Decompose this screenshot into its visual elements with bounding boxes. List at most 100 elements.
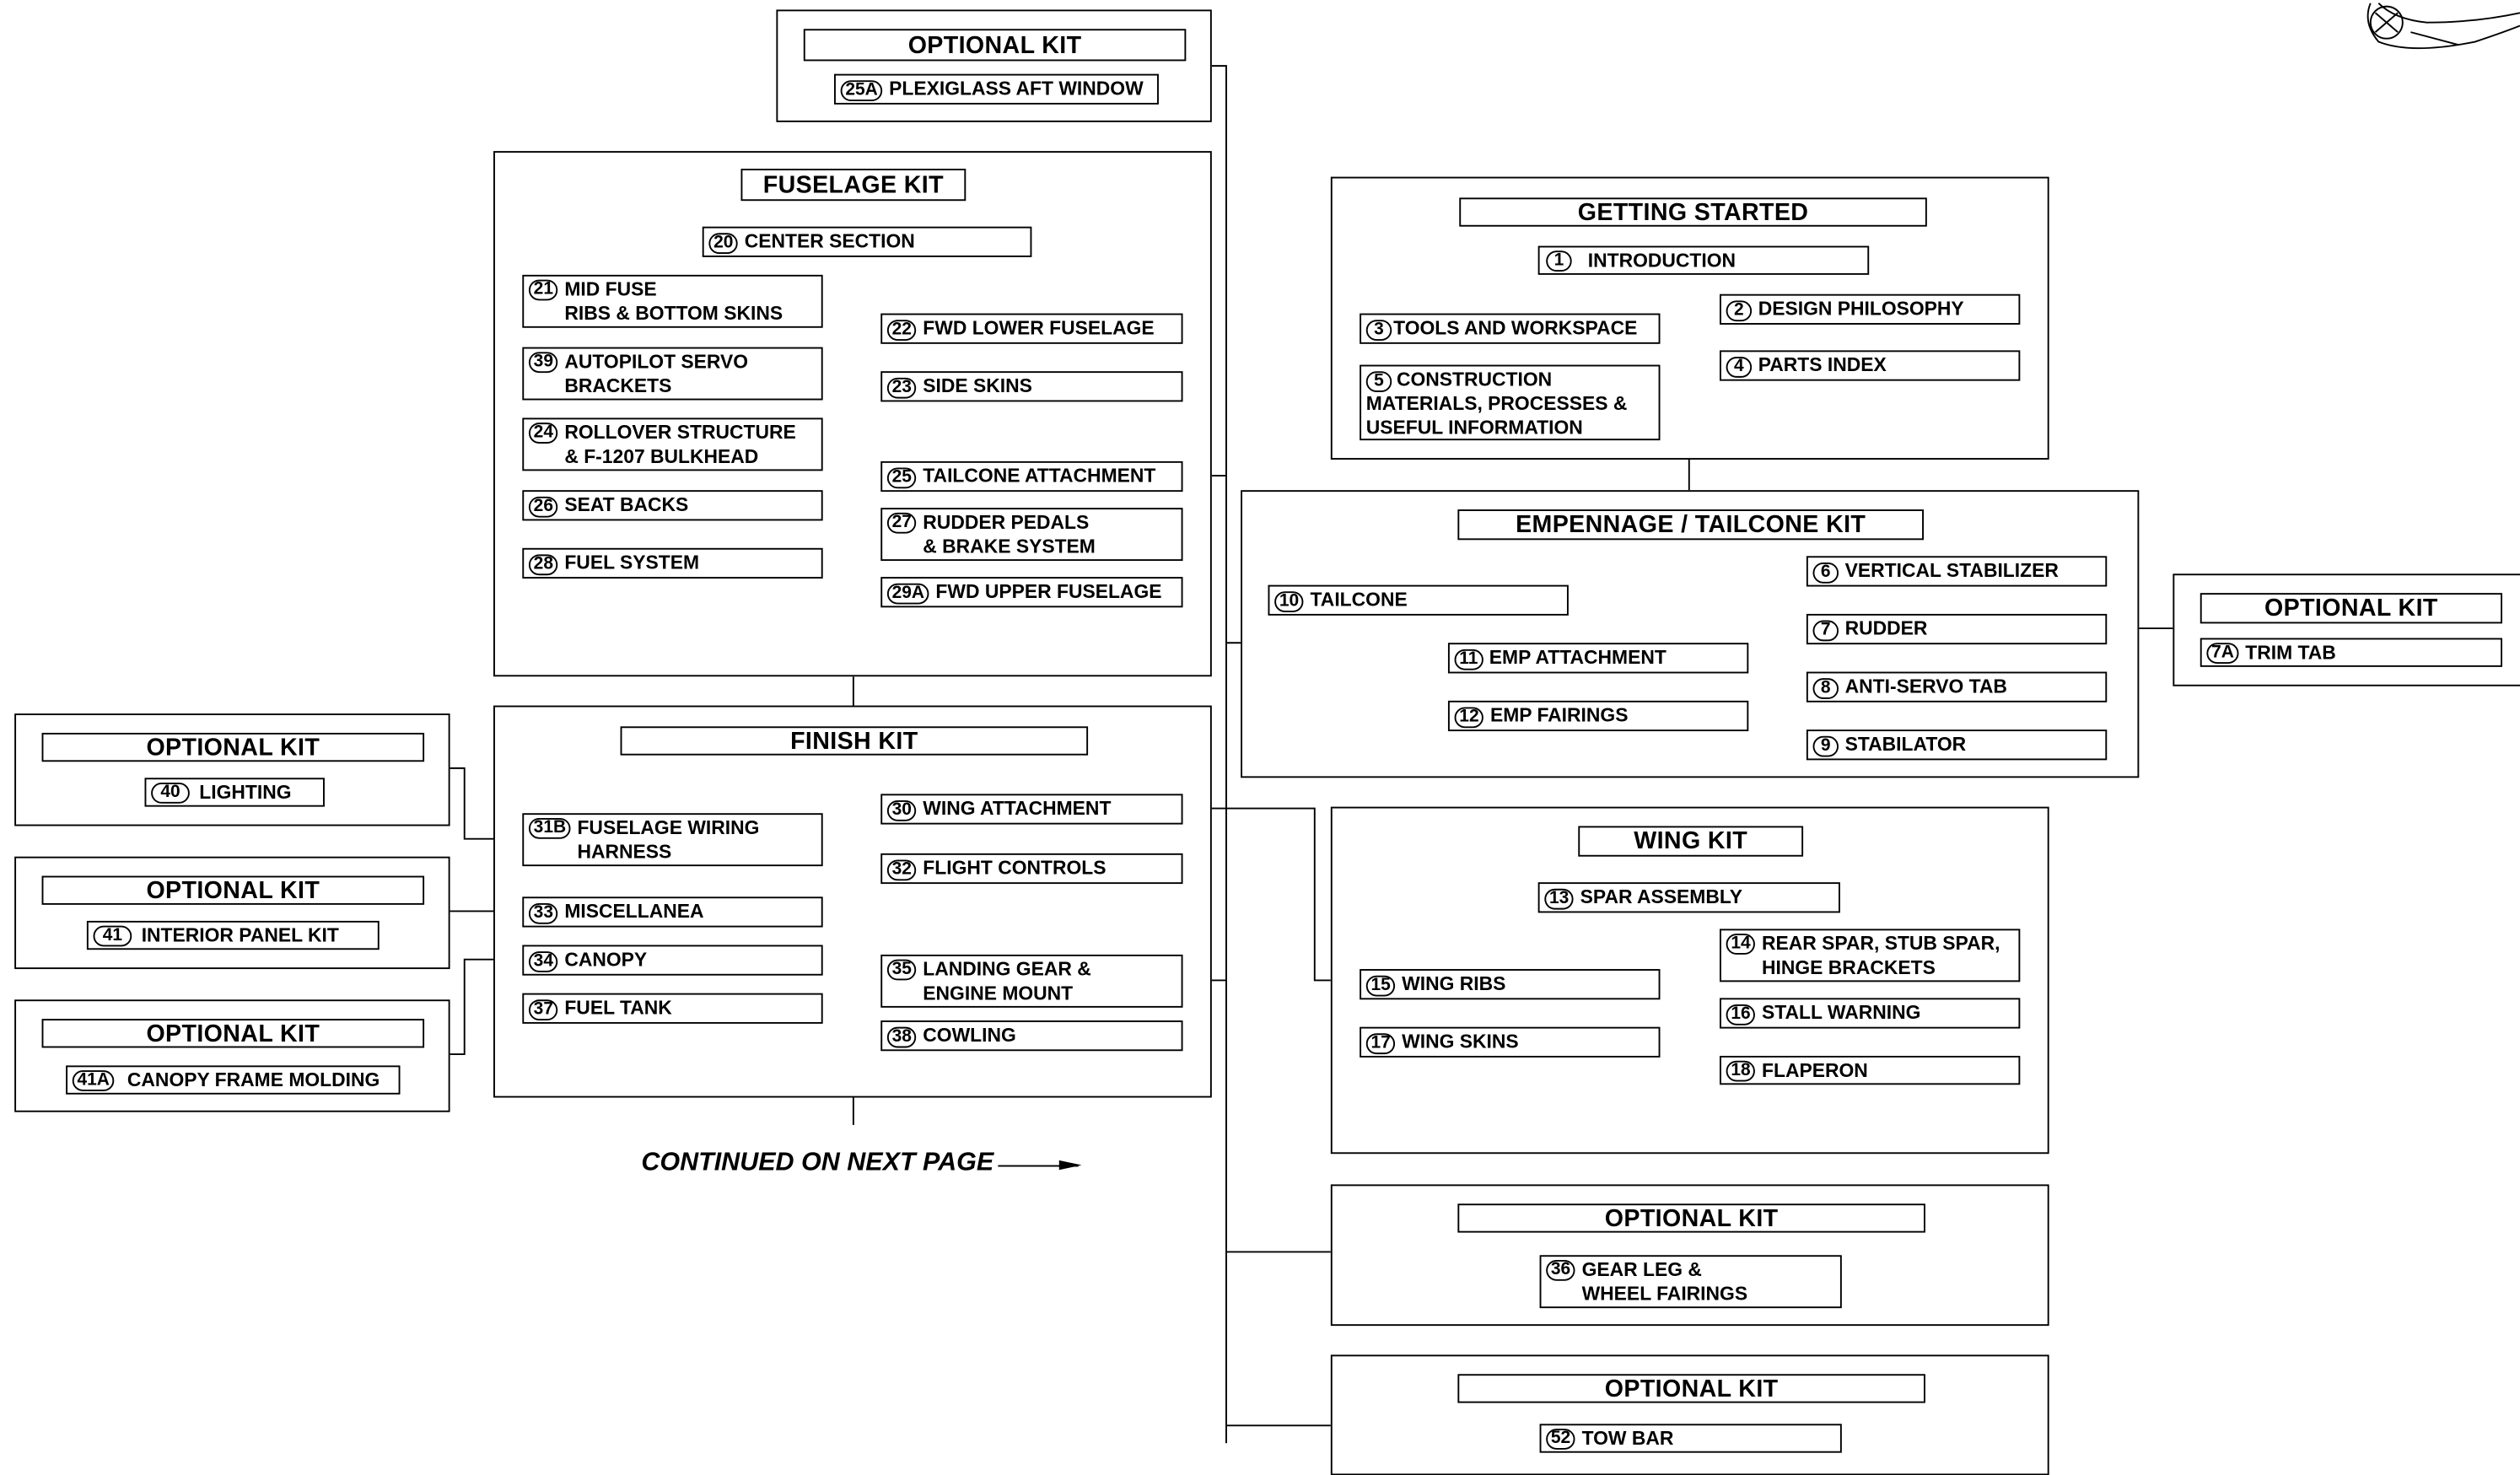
item-number: 41A — [72, 1070, 115, 1091]
item-37[interactable]: 37 FUEL TANK — [522, 993, 823, 1024]
optional-kit-title: OPTIONAL KIT — [803, 29, 1187, 62]
item-number: 8 — [1812, 677, 1839, 698]
item-number: 30 — [886, 799, 917, 821]
item-number: 39 — [528, 352, 558, 374]
continue-arrow-icon — [998, 1160, 1082, 1171]
item-number: 21 — [528, 279, 558, 301]
item-label: EMP ATTACHMENT — [1489, 646, 1667, 669]
item-label: LANDING GEAR & ENGINE MOUNT — [923, 957, 1091, 1004]
item-label: PLEXIGLASS AFT WINDOW — [889, 77, 1144, 100]
item-number: 10 — [1274, 590, 1304, 612]
item-number: 35 — [886, 959, 917, 981]
item-number: 22 — [886, 319, 917, 341]
item-label: RUDDER PEDALS & BRAKE SYSTEM — [923, 510, 1096, 558]
item-label: MISCELLANEA — [564, 900, 704, 923]
item-label: VERTICAL STABILIZER — [1844, 559, 2059, 582]
item-number: 9 — [1812, 735, 1839, 756]
item-number: 23 — [886, 376, 917, 398]
item-number: 38 — [886, 1026, 917, 1047]
optional-kit-title: OPTIONAL KIT — [2200, 593, 2503, 624]
optional-kit-aft-window: OPTIONAL KIT 25A PLEXIGLASS AFT WINDOW — [776, 9, 1212, 122]
item-number: 33 — [528, 902, 558, 923]
item-number: 25 — [886, 466, 917, 488]
item-label: FWD LOWER FUSELAGE — [923, 316, 1155, 340]
item-label: SPAR ASSEMBLY — [1580, 885, 1742, 908]
item-label: TOOLS AND WORKSPACE — [1393, 316, 1638, 340]
item-25a[interactable]: 25A PLEXIGLASS AFT WINDOW — [834, 73, 1159, 105]
item-label: REAR SPAR, STUB SPAR, HINGE BRACKETS — [1762, 932, 2000, 979]
item-22[interactable]: 22 FWD LOWER FUSELAGE — [880, 313, 1183, 344]
item-label: EMP FAIRINGS — [1489, 703, 1629, 727]
item-33[interactable]: 33 MISCELLANEA — [522, 896, 823, 928]
optional-kit-title: OPTIONAL KIT — [41, 1019, 425, 1048]
item-label: CANOPY — [564, 948, 648, 971]
item-label: FUEL TANK — [564, 996, 672, 1020]
item-label: SEAT BACKS — [564, 493, 689, 516]
item-number: 27 — [886, 512, 917, 534]
optional-kit-title: OPTIONAL KIT — [41, 875, 425, 905]
empennage-title: EMPENNAGE / TAILCONE KIT — [1457, 509, 1925, 541]
item-label: WING RIBS — [1402, 972, 1506, 995]
item-label: INTRODUCTION — [1587, 248, 1737, 272]
item-label: ANTI-SERVO TAB — [1844, 675, 2007, 698]
item-35[interactable]: 35 LANDING GEAR & ENGINE MOUNT — [880, 954, 1183, 1008]
item-number: 25A — [840, 79, 883, 101]
optional-kit-title: OPTIONAL KIT — [1457, 1374, 1925, 1403]
optional-kit-title: OPTIONAL KIT — [41, 732, 425, 762]
item-23[interactable]: 23 SIDE SKINS — [880, 371, 1183, 402]
item-number: 18 — [1726, 1060, 1756, 1082]
item-label: GEAR LEG & WHEEL FAIRINGS — [1581, 1258, 1748, 1305]
item-number: 7 — [1812, 619, 1839, 641]
item-number: 28 — [528, 553, 558, 575]
item-label: CENTER SECTION — [744, 229, 915, 253]
continued-note: CONTINUED ON NEXT PAGE — [641, 1149, 994, 1176]
item-label: SIDE SKINS — [923, 374, 1032, 397]
airplane-sketch — [2367, 3, 2520, 50]
item-number: 37 — [528, 999, 558, 1020]
item-27[interactable]: 27 RUDDER PEDALS & BRAKE SYSTEM — [880, 508, 1183, 562]
item-number: 13 — [1544, 887, 1575, 909]
item-label: RUDDER — [1844, 616, 1928, 640]
fuselage-kit-title: FUSELAGE KIT — [740, 169, 967, 202]
